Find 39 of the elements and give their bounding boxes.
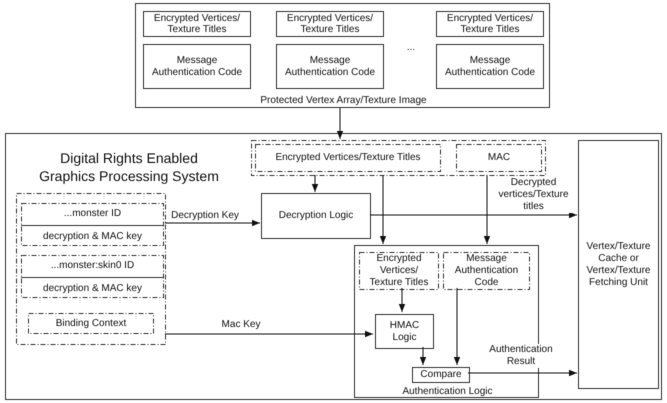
- system-box: [5, 133, 662, 400]
- arrow: [164, 220, 260, 226]
- dashed-group-box: [251, 140, 546, 176]
- process-box: Message Authentication Code: [143, 44, 251, 89]
- diagram-heading: Digital Rights Enabled Graphics Processing System: [39, 150, 219, 185]
- process-box: Encrypted Vertices/ Texture Titles: [436, 11, 544, 37]
- box-caption: Protected Vertex Array/Texture Image: [259, 95, 428, 107]
- dashed-data-box: Encrypted Vertices/ Texture Titles: [359, 252, 439, 290]
- process-box: Message Authentication Code: [276, 44, 384, 89]
- table-cell: decryption & MAC key: [21, 276, 164, 299]
- arrow: [468, 370, 578, 376]
- container-box: [135, 3, 550, 108]
- key-table: [21, 255, 164, 298]
- table-cell-text: ...monster ID: [62, 207, 122, 222]
- arrow: [380, 174, 386, 244]
- dashed-data-box: MAC: [456, 144, 542, 172]
- process-box: Message Authentication Code: [436, 44, 544, 89]
- process-box: HMAC Logic: [375, 314, 434, 349]
- arrow: [484, 174, 490, 244]
- process-box: Encrypted Vertices/ Texture Titles: [276, 11, 384, 37]
- dashed-data-box: Binding Context: [28, 313, 154, 334]
- dashed-data-box: Message Authentication Code: [443, 252, 530, 290]
- key-table: [21, 203, 164, 246]
- process-box: Compare: [412, 367, 470, 383]
- arrow: [420, 346, 426, 366]
- arrow: [454, 288, 460, 366]
- process-box: Decryption Logic: [261, 193, 371, 239]
- table-cell-text: ...monster:skin0 ID: [50, 259, 136, 274]
- process-box: Encrypted Vertices/ Texture Titles: [143, 11, 251, 37]
- arrow: [312, 174, 318, 192]
- arrow: [370, 212, 578, 218]
- arrow: [398, 288, 406, 312]
- process-box: Vertex/Texture Cache or Vertex/Texture Fetching Unit: [578, 140, 659, 389]
- dashed-data-box: Encrypted Vertices/Texture Titles: [255, 144, 441, 172]
- dashed-group-box: [16, 193, 166, 345]
- arrow: [336, 108, 344, 140]
- arrow: [164, 330, 374, 338]
- box-caption: Authentication Logic: [401, 386, 494, 398]
- table-cell: decryption & MAC key: [21, 224, 164, 247]
